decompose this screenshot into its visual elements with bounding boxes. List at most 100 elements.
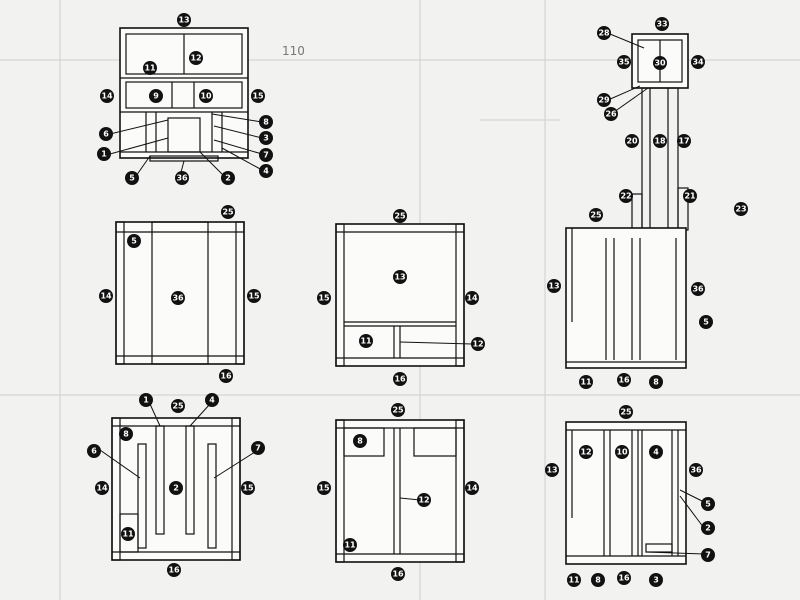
- callout-4: 4: [649, 445, 663, 459]
- callout-2: 2: [701, 521, 715, 535]
- callout-36: 36: [171, 291, 185, 305]
- view-center: [335, 223, 473, 367]
- svg-text:5: 5: [131, 237, 137, 246]
- callout-15: 15: [317, 291, 331, 305]
- sketch-note: 110: [282, 44, 305, 58]
- callout-16: 16: [617, 571, 631, 585]
- callout-11: 11: [143, 61, 157, 75]
- svg-text:12: 12: [472, 340, 483, 349]
- callout-11: 11: [359, 334, 373, 348]
- callout-25: 25: [619, 405, 633, 419]
- callout-23: 23: [734, 202, 748, 216]
- svg-text:13: 13: [546, 466, 557, 475]
- callout-14: 14: [99, 289, 113, 303]
- callout-34: 34: [691, 55, 705, 69]
- svg-text:13: 13: [178, 16, 189, 25]
- svg-text:7: 7: [263, 151, 269, 160]
- callout-25: 25: [221, 205, 235, 219]
- callout-badges: 13 11 12 9 10 14 15 6 1 5 36 2 8 3 7 4 3…: [87, 13, 748, 587]
- svg-text:2: 2: [173, 484, 179, 493]
- svg-text:25: 25: [172, 402, 184, 411]
- svg-text:25: 25: [222, 208, 234, 217]
- callout-6: 6: [87, 444, 101, 458]
- svg-text:16: 16: [394, 375, 406, 384]
- callout-16: 16: [219, 369, 233, 383]
- callout-7: 7: [701, 548, 715, 562]
- svg-text:14: 14: [96, 484, 108, 493]
- svg-text:25: 25: [590, 211, 602, 220]
- callout-1: 1: [139, 393, 153, 407]
- svg-text:26: 26: [605, 110, 617, 119]
- svg-text:14: 14: [101, 92, 113, 101]
- svg-text:1: 1: [143, 396, 149, 405]
- svg-text:5: 5: [703, 318, 709, 327]
- callout-25: 25: [589, 208, 603, 222]
- svg-text:8: 8: [595, 576, 601, 585]
- svg-text:22: 22: [620, 192, 631, 201]
- svg-text:11: 11: [122, 530, 134, 539]
- callout-20: 20: [625, 134, 639, 148]
- svg-text:14: 14: [100, 292, 112, 301]
- svg-text:20: 20: [626, 137, 638, 146]
- svg-text:36: 36: [172, 294, 184, 303]
- svg-text:15: 15: [252, 92, 264, 101]
- svg-text:11: 11: [580, 378, 592, 387]
- callout-8: 8: [119, 427, 133, 441]
- svg-text:16: 16: [168, 566, 180, 575]
- callout-22: 22: [619, 189, 633, 203]
- svg-text:28: 28: [598, 29, 610, 38]
- callout-15: 15: [251, 89, 265, 103]
- view-bottom-right: [565, 421, 705, 565]
- svg-text:15: 15: [318, 484, 330, 493]
- callout-16: 16: [617, 373, 631, 387]
- svg-text:25: 25: [392, 406, 404, 415]
- svg-text:15: 15: [248, 292, 260, 301]
- svg-text:13: 13: [548, 282, 559, 291]
- callout-25: 25: [171, 399, 185, 413]
- callout-4: 4: [259, 164, 273, 178]
- svg-text:11: 11: [360, 337, 372, 346]
- callout-8: 8: [649, 375, 663, 389]
- svg-text:5: 5: [129, 174, 135, 183]
- callout-12: 12: [471, 337, 485, 351]
- svg-text:34: 34: [692, 58, 704, 67]
- svg-text:11: 11: [344, 541, 356, 550]
- callout-36: 36: [691, 282, 705, 296]
- callout-11: 11: [579, 375, 593, 389]
- callout-12: 12: [189, 51, 203, 65]
- svg-text:9: 9: [153, 92, 159, 101]
- view-front-top-left: [109, 27, 263, 177]
- svg-text:23: 23: [735, 205, 746, 214]
- callout-3: 3: [649, 573, 663, 587]
- callout-11: 11: [567, 573, 581, 587]
- callout-7: 7: [259, 148, 273, 162]
- svg-text:15: 15: [242, 484, 254, 493]
- callout-29: 29: [597, 93, 611, 107]
- svg-text:16: 16: [618, 574, 630, 583]
- callout-16: 16: [391, 567, 405, 581]
- callout-25: 25: [393, 209, 407, 223]
- callout-10: 10: [615, 445, 629, 459]
- svg-text:8: 8: [263, 118, 269, 127]
- svg-text:18: 18: [654, 137, 666, 146]
- callout-21: 21: [683, 189, 697, 203]
- svg-text:2: 2: [225, 174, 231, 183]
- view-tall-top-right: [565, 33, 689, 369]
- callout-5: 5: [701, 497, 715, 511]
- callout-5: 5: [125, 171, 139, 185]
- svg-text:16: 16: [392, 570, 404, 579]
- callout-13: 13: [393, 270, 407, 284]
- callout-6: 6: [99, 127, 113, 141]
- callout-12: 12: [417, 493, 431, 507]
- svg-text:3: 3: [653, 576, 659, 585]
- svg-text:25: 25: [620, 408, 632, 417]
- svg-text:36: 36: [176, 174, 188, 183]
- callout-15: 15: [241, 481, 255, 495]
- callout-7: 7: [251, 441, 265, 455]
- callout-33: 33: [655, 17, 669, 31]
- callout-36: 36: [689, 463, 703, 477]
- callout-14: 14: [465, 481, 479, 495]
- svg-text:16: 16: [220, 372, 232, 381]
- svg-text:3: 3: [263, 134, 269, 143]
- svg-text:10: 10: [616, 448, 628, 457]
